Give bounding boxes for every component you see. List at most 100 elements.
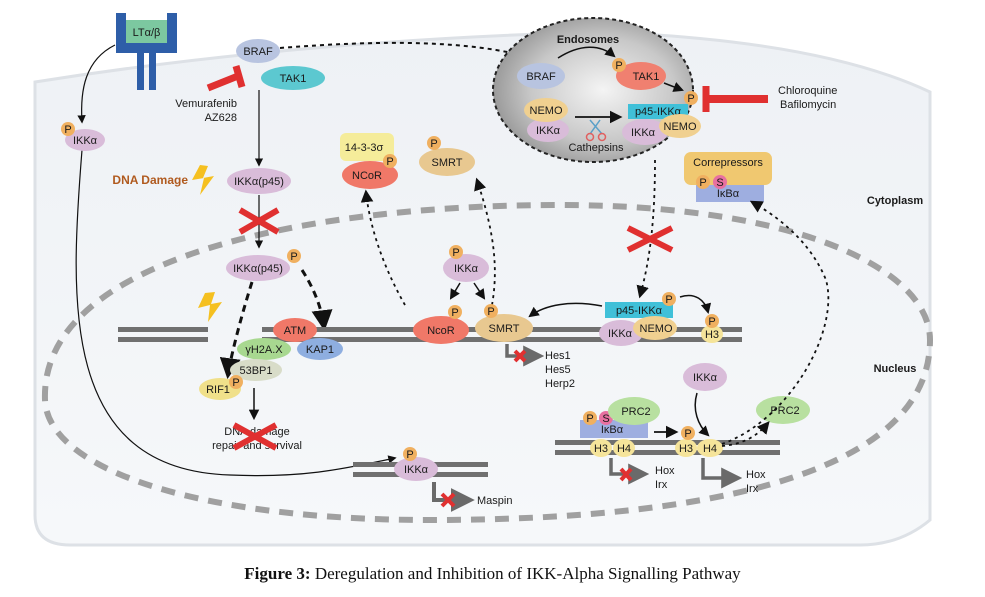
ikka-nuc-node [599, 320, 643, 346]
h3-node [675, 439, 697, 457]
phospho-label: P [452, 247, 459, 259]
p45-to-smrt-arrow [528, 302, 603, 318]
endo-tak1-node [616, 62, 666, 90]
cytoplasm-label: Cytoplasm [867, 195, 923, 207]
yh2ax-node [237, 338, 291, 360]
phospho-badge [484, 304, 498, 318]
smrt-nuc-label: SMRT [489, 323, 520, 335]
irx-b-label: Irx [746, 483, 759, 495]
endo-ikka2-label: IKKα [631, 127, 656, 139]
ikba-cyto-label: IκBα [717, 188, 740, 200]
phospho-label: P [386, 156, 393, 168]
endo-nemo-label: NEMO [530, 105, 563, 117]
prc2-b-label: PRC2 [770, 405, 799, 417]
ikka-to-chromatin-arrow [75, 149, 397, 477]
ikka-maspin-node [394, 457, 438, 481]
ikka-nuc-label: IKKα [608, 328, 633, 340]
vemurafenib-label: Vemurafenib [175, 98, 237, 110]
blocked-x-icon [440, 492, 456, 508]
sumo-label: S [716, 177, 723, 189]
phospho-label: P [699, 177, 706, 189]
tak1-node [261, 66, 325, 90]
herp2-label: Herp2 [545, 378, 575, 390]
h3-node [701, 325, 723, 343]
nemo-nuc-label: NEMO [640, 323, 673, 335]
endo-braf-label: BRAF [526, 71, 556, 83]
phospho-label: P [232, 377, 239, 389]
endo-braf-node [517, 63, 565, 89]
blocked-x-icon [626, 225, 674, 253]
h3-label: H3 [705, 329, 719, 341]
phospho-label: P [665, 294, 672, 306]
tak1-label: TAK1 [280, 73, 307, 85]
phospho-label: P [586, 413, 593, 425]
braf-node [236, 39, 280, 63]
sumo-label: S [602, 413, 609, 425]
ikka-mid-label: IKKα [454, 263, 479, 275]
braf-to-tak1-arrow [557, 46, 616, 59]
dna-damage-label: DNA Damage [112, 173, 188, 187]
hes-transcription-arrow [505, 344, 545, 367]
vemurafenib-inhibitor [206, 65, 246, 92]
hox-active-arrow [701, 458, 743, 489]
nemo-nuc-node [633, 316, 677, 340]
ncor-nuc-label: NcoR [427, 325, 455, 337]
lt-to-ikka-arrow [77, 44, 116, 124]
phospho-badge [681, 426, 695, 440]
phospho-badge [612, 58, 626, 72]
phospho-label: P [684, 428, 691, 440]
cathepsins-label: Cathepsins [568, 142, 624, 154]
tak1-to-p45-arrow [663, 82, 684, 92]
phospho-badge [287, 249, 301, 263]
ikka-right-label: IKKα [693, 372, 718, 384]
53bp1-label: 53BP1 [239, 365, 272, 377]
maspin-label: Maspin [477, 495, 512, 507]
kap1-node [297, 338, 343, 360]
scissors-icon [585, 119, 607, 142]
phospho-badge [705, 314, 719, 328]
ikba-export-arrow [721, 200, 830, 445]
endo-ikka-label: IKKα [536, 125, 561, 137]
hes5-label: Hes5 [545, 364, 571, 376]
yh2ax-label: γH2A.X [245, 344, 283, 356]
ikka-p45-to-rif1-arrow [219, 281, 254, 380]
phospho-badge [403, 447, 417, 461]
h4-node [697, 439, 723, 457]
phospho-badge [61, 122, 75, 136]
53bp1-node [230, 359, 282, 381]
receptor-lta-b: LTα/β [116, 13, 177, 90]
ikka-mid-node [443, 254, 489, 282]
14-3-3-label: 14-3-3σ [345, 142, 384, 154]
h3-label: H3 [679, 443, 693, 455]
lightning-icon [192, 165, 214, 195]
ikka-p45-nuc-label: IKKα(p45) [233, 263, 283, 275]
atm-node [273, 318, 317, 342]
chloroquine-inhibitor [702, 86, 768, 112]
hox-a-label: Hox [655, 465, 675, 477]
bafilomycin-label: Bafilomycin [780, 99, 836, 111]
ikka-p45-to-kap1-arrow [300, 269, 333, 332]
blocked-x-icon [232, 422, 278, 451]
ikka-to-h3-arrow [694, 392, 710, 437]
smrt-export-arrow [474, 177, 496, 306]
phospho-label: P [451, 307, 458, 319]
ikba-nuc-label: IκBα [601, 424, 624, 436]
endo-nemo2-node [659, 114, 701, 138]
ncor-export-arrow [360, 189, 406, 306]
ncor-nuc-node [413, 316, 469, 344]
figure-caption: Figure 3: Deregulation and Inhibition of… [0, 564, 985, 584]
blocked-x-icon [513, 349, 527, 363]
hox-b-label: Hox [746, 469, 766, 481]
phospho-badge [229, 375, 243, 389]
14-3-3-node [340, 133, 394, 161]
phospho-badge [383, 154, 397, 168]
nuclear-envelope [41, 201, 934, 524]
phospho-label: P [487, 306, 494, 318]
p45-to-h3-arrow [679, 294, 712, 315]
phospho-badge [696, 175, 710, 189]
ikba-cyto-box [696, 185, 764, 202]
endo-nemo2-label: NEMO [664, 121, 697, 133]
dna-strand-left [118, 327, 208, 342]
ikka-maspin-label: IKKα [404, 464, 429, 476]
phospho-label: P [687, 93, 694, 105]
